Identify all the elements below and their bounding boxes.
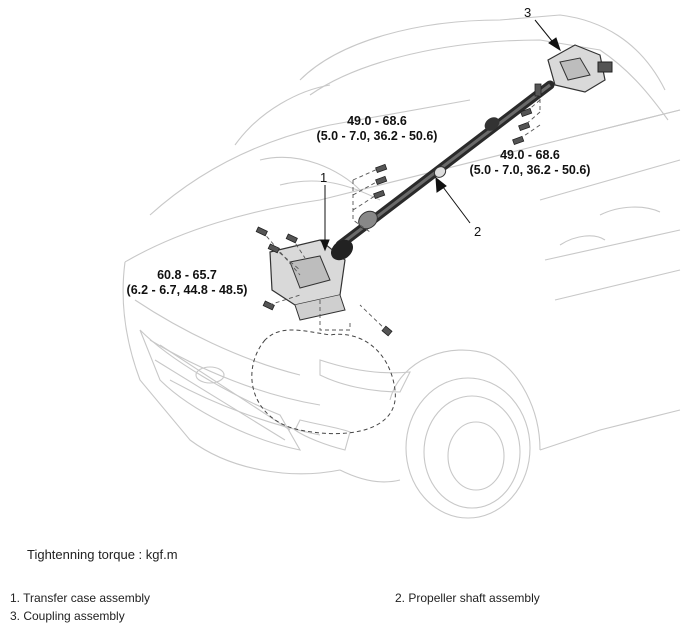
coupling-assembly — [547, 44, 613, 93]
torque-unit-note: Tightenning torque : kgf.m — [27, 547, 178, 562]
callout-3: 3 — [524, 5, 532, 20]
transfer-case — [269, 239, 354, 321]
torque-label-coupling: 49.0 - 68.6 (5.0 - 7.0, 36.2 - 50.6) — [455, 148, 605, 178]
torque-label-transfer-case: 60.8 - 65.7 (6.2 - 6.7, 44.8 - 48.5) — [112, 268, 262, 298]
torque-value: 60.8 - 65.7 — [157, 268, 217, 282]
callout-arrows — [320, 19, 561, 252]
propeller-shaft-diagram — [122, 14, 681, 519]
propeller-shaft — [335, 80, 555, 250]
callout-2: 2 — [474, 224, 482, 239]
legend-item-transfer-case: 1. Transfer case assembly — [10, 591, 151, 605]
torque-label-shaft-front: 49.0 - 68.6 (5.0 - 7.0, 36.2 - 50.6) — [302, 114, 452, 144]
vehicle-outline — [122, 14, 681, 519]
legend-item-propeller-shaft: 2. Propeller shaft assembly — [395, 591, 540, 605]
torque-units: (5.0 - 7.0, 36.2 - 50.6) — [316, 129, 438, 143]
legend-item-coupling: 3. Coupling assembly — [10, 609, 125, 623]
torque-units: (6.2 - 6.7, 44.8 - 48.5) — [126, 283, 248, 297]
leader-lines — [261, 92, 541, 332]
torque-value: 49.0 - 68.6 — [500, 148, 560, 162]
torque-value: 49.0 - 68.6 — [347, 114, 407, 128]
callout-1: 1 — [320, 170, 328, 185]
engine-bay-outline — [251, 329, 396, 435]
torque-units: (5.0 - 7.0, 36.2 - 50.6) — [469, 163, 591, 177]
